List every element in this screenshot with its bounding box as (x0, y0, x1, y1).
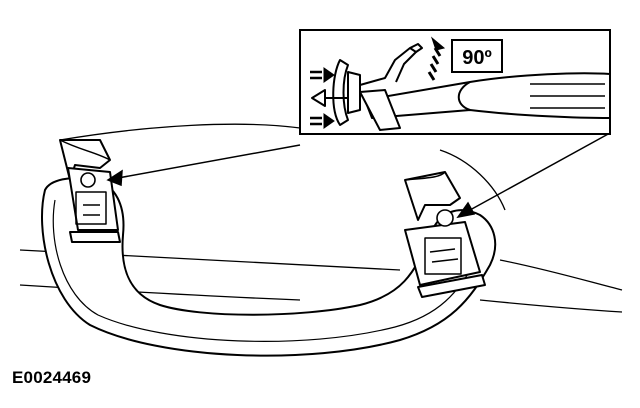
retaining-clip (311, 43, 423, 126)
figure-id: E0024469 (12, 368, 92, 387)
arrow-icon (106, 132, 611, 219)
rotation-arrow-icon (427, 36, 446, 81)
left-mounting-clip (59, 139, 121, 243)
screwdriver (359, 72, 611, 131)
press-arrows-icon (310, 67, 335, 129)
detail-callout: 90º (299, 29, 611, 135)
right-mounting-clip (404, 171, 486, 298)
angle-label-box (451, 39, 503, 73)
angle-label: 90º (462, 47, 492, 69)
